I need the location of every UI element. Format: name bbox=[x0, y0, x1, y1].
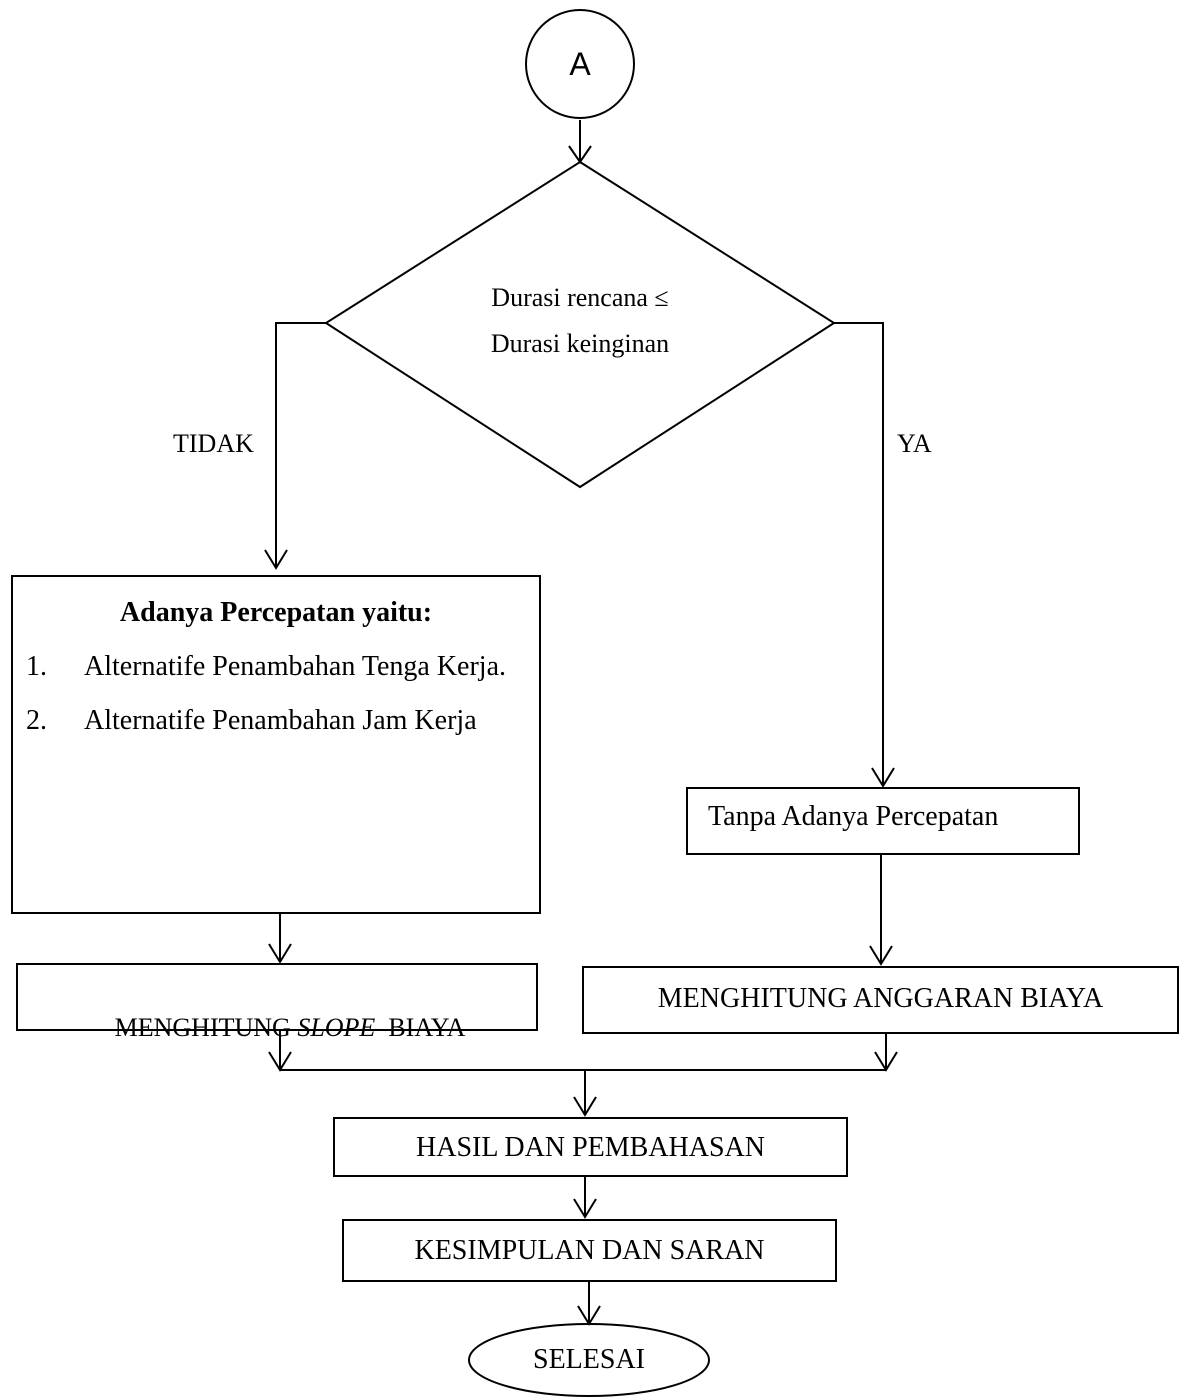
slope-suffix: BIAYA bbox=[375, 1013, 466, 1042]
no-branch-label: TIDAK bbox=[173, 429, 254, 458]
end-terminal-label: SELESAI bbox=[533, 1344, 645, 1375]
list-item-text: Alternatife Penambahan Tenga Kerja. bbox=[84, 651, 507, 682]
decision-line-1: Durasi rencana ≤ bbox=[491, 283, 669, 312]
acceleration-list: 1. Alternatife Penambahan Tenga Kerja. 2… bbox=[26, 647, 526, 741]
acceleration-to-slope-arrowhead bbox=[268, 943, 292, 964]
acceleration-list-item-2: 2. Alternatife Penambahan Jam Kerja bbox=[26, 701, 526, 741]
connector-circle bbox=[525, 9, 635, 119]
list-item-text: Alternatife Penambahan Jam Kerja bbox=[84, 705, 477, 736]
yes-branch-line bbox=[834, 322, 884, 786]
list-item-number: 1. bbox=[26, 651, 47, 682]
conclusion-box-label: KESIMPULAN DAN SARAN bbox=[414, 1235, 765, 1266]
acceleration-box-frame bbox=[11, 575, 541, 914]
no-branch-arrowhead bbox=[264, 549, 288, 570]
connector-label: A bbox=[569, 46, 591, 82]
list-item-number: 2. bbox=[26, 705, 47, 736]
end-terminal-ellipse bbox=[468, 1323, 710, 1397]
no-acceleration-to-budget-arrowhead bbox=[869, 945, 893, 966]
no-acceleration-box-frame bbox=[686, 787, 1080, 855]
no-acceleration-label: Tanpa Adanya Percepatan bbox=[708, 801, 999, 832]
results-to-conclusion-arrowhead bbox=[573, 1198, 597, 1219]
no-branch-line bbox=[275, 322, 326, 568]
results-box-frame bbox=[333, 1117, 848, 1177]
yes-branch-label: YA bbox=[897, 429, 932, 458]
slope-italic: SLOPE bbox=[297, 1013, 376, 1042]
slope-box-frame bbox=[16, 963, 538, 1031]
slope-box-label: MENGHITUNG SLOPE BIAYA bbox=[17, 980, 537, 1076]
decision-diamond bbox=[324, 160, 836, 489]
slope-prefix: MENGHITUNG bbox=[114, 1013, 298, 1042]
decision-line-2: Durasi keinginan bbox=[490, 329, 670, 358]
budget-box-label: MENGHITUNG ANGGARAN BIAYA bbox=[657, 983, 1104, 1014]
budget-box-frame bbox=[582, 966, 1179, 1034]
acceleration-box-title: Adanya Percepatan yaitu: bbox=[119, 597, 433, 628]
yes-branch-arrowhead bbox=[871, 767, 895, 788]
merge-to-results-arrowhead bbox=[573, 1096, 597, 1117]
results-box-label: HASIL DAN PEMBAHASAN bbox=[416, 1132, 765, 1163]
acceleration-list-item-1: 1. Alternatife Penambahan Tenga Kerja. bbox=[26, 647, 526, 687]
